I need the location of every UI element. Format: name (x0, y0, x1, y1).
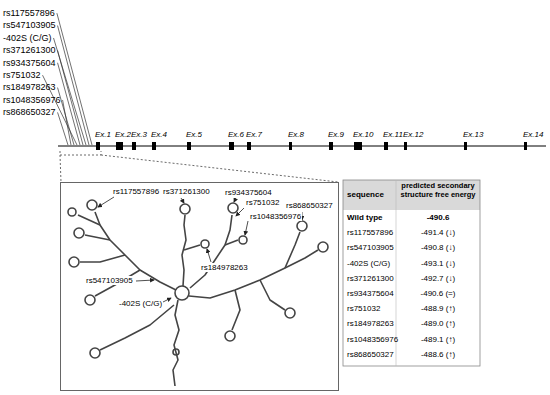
snp-label: rs117557896 (3, 8, 55, 18)
snp-pointers (98, 197, 302, 303)
exon-label: Ex.10 (353, 130, 373, 139)
energy-table (343, 180, 480, 366)
exon-label: Ex.1 (95, 130, 111, 139)
table-cell: -492.7 (↓) (397, 274, 479, 283)
snp-label: rs547103905 (3, 20, 56, 30)
leader-line (58, 112, 68, 145)
exon-label: Ex.11 (383, 130, 403, 139)
table-cell: rs117557896 (347, 228, 393, 237)
snp-callout: rs1048356976 (249, 212, 302, 221)
exon-label: Ex.4 (151, 130, 167, 139)
table-header: predicted secondary structure free energ… (397, 182, 479, 199)
zoom-bracket (60, 151, 338, 182)
rna-structure (68, 200, 328, 386)
snp-callout: rs934375604 (224, 188, 273, 197)
leader-line (57, 13, 92, 145)
snp-callout: rs117557896 (112, 187, 160, 196)
table-cell: -489.1 (↑) (397, 335, 479, 344)
leader-line (58, 26, 89, 145)
snp-label: rs934375604 (3, 58, 56, 68)
leader-line (58, 63, 80, 145)
table-cell: -490.6 (397, 213, 479, 222)
table-cell: -490.8 (↓) (397, 243, 479, 252)
snp-label: rs868650327 (3, 107, 56, 117)
exon-label: Ex.8 (288, 130, 304, 139)
table-header: sequence (347, 190, 384, 199)
exon-label: Ex.7 (246, 130, 262, 139)
snp-callout: -402S (C/G) (118, 299, 163, 308)
gene-line (58, 146, 546, 147)
snp-callout: rs371261300 (162, 187, 211, 196)
snp-callout: rs547103905 (85, 276, 134, 285)
structure-inset: rs117557896rs371261300 rs934375604rs75103… (60, 182, 339, 391)
snp-label: rs751032 (3, 70, 41, 80)
table-cell: -402S (C/G) (347, 259, 390, 268)
exon-blocks (96, 142, 527, 150)
table-cell: rs751032 (347, 304, 380, 313)
table-cell: -488.6 (↑) (397, 350, 479, 359)
table-cell: rs868650327 (347, 350, 394, 359)
exon-label: Ex.5 (186, 130, 202, 139)
exon-label: Ex.3 (131, 130, 147, 139)
snp-callout: rs751032 (245, 198, 280, 207)
table-cell: rs184978263 (347, 319, 394, 328)
exon-label: Ex.14 (523, 130, 543, 139)
exon-label: Ex.2 (115, 130, 131, 139)
snp-label: rs1048356976 (3, 95, 61, 105)
table-cell: -491.4 (↓) (397, 228, 479, 237)
leader-line (63, 100, 71, 145)
snp-callout: rs868650327 (285, 201, 334, 210)
leader-line (54, 38, 86, 145)
table-cell: rs371261300 (347, 274, 394, 283)
snp-label: rs184978263 (3, 82, 56, 92)
exon-label: Ex.13 (463, 130, 483, 139)
exon-label: Ex.9 (328, 130, 344, 139)
snp-label: -402S (C/G) (3, 33, 52, 43)
table-cell: rs1048356976 (347, 335, 398, 344)
snp-label: rs371261300 (3, 45, 56, 55)
table-cell: -490.6 (=) (397, 289, 479, 298)
table-cell: -488.9 (↑) (397, 304, 479, 313)
exon-label: Ex.6 (228, 130, 244, 139)
table-cell: Wild type (347, 213, 382, 222)
leader-line (58, 50, 83, 145)
snp-callout: rs184978263 (200, 263, 249, 272)
table-cell: -493.1 (↓) (397, 259, 479, 268)
exon-label: Ex.12 (403, 130, 423, 139)
table-cell: rs934375604 (347, 289, 394, 298)
table-cell: -489.0 (↑) (397, 319, 479, 328)
table-cell: rs547103905 (347, 243, 394, 252)
